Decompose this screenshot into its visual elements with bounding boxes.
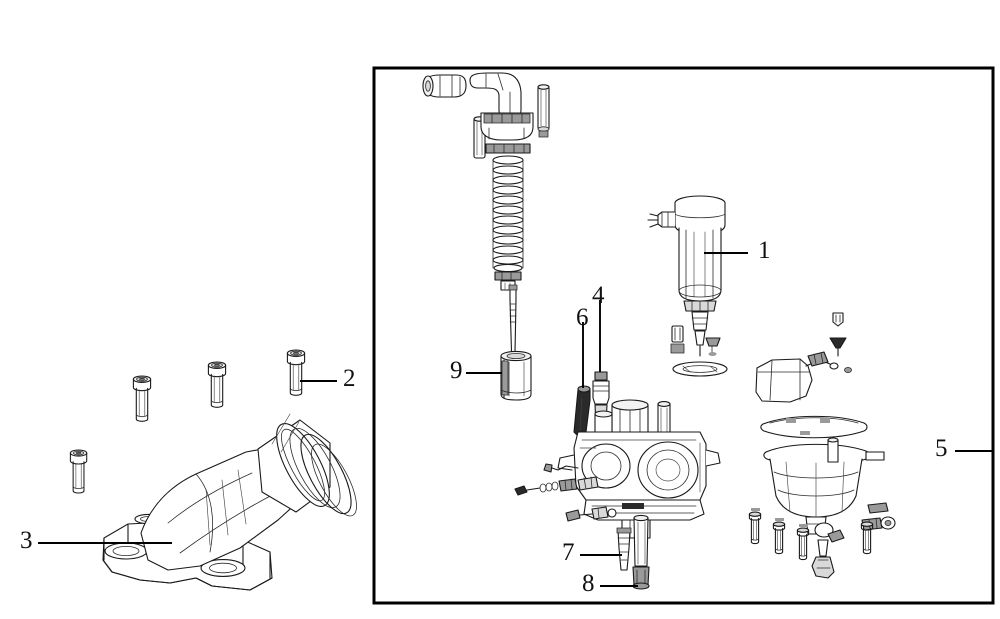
callout-label-2: 2 <box>343 365 356 392</box>
bowl-screw-group <box>748 502 889 561</box>
bowl-drain-screw <box>861 516 896 531</box>
starter-choke-valve-assembly <box>647 195 728 377</box>
pilot-jet <box>616 527 632 571</box>
float-bowl-gasket <box>760 415 868 439</box>
callout-label-7: 7 <box>562 539 575 566</box>
misc-small-parts-upper-right <box>829 312 847 357</box>
float <box>755 351 852 403</box>
assembly-frame <box>372 66 995 605</box>
pilot-air-screw <box>565 506 617 522</box>
callout-label-8: 8 <box>582 570 595 597</box>
jet-needle <box>508 284 518 353</box>
callout-label-3: 3 <box>20 527 33 554</box>
starter-valve-seat <box>705 337 721 356</box>
starter-plunger-spring-seat <box>670 325 685 354</box>
callout-label-4: 4 <box>592 282 605 309</box>
float-bowl-group <box>748 351 896 579</box>
float-bowl <box>763 437 885 535</box>
slide-spring-seat <box>480 112 534 141</box>
throttle-return-spring <box>492 155 524 273</box>
starter-valve-gasket <box>672 361 728 377</box>
throttle-cable-adjuster <box>422 74 467 98</box>
callout-label-1: 1 <box>758 237 771 264</box>
callout-label-9: 9 <box>450 357 463 384</box>
callout-label-6: 6 <box>576 304 589 331</box>
float-needle <box>829 337 847 357</box>
spring-retainer <box>485 143 531 154</box>
main-jet <box>632 514 650 590</box>
cable-sleeve <box>537 84 550 138</box>
callout-label-5: 5 <box>935 435 948 462</box>
callout-leader-lines <box>38 252 993 587</box>
needle-valve-clip <box>832 312 844 327</box>
throttle-slide-valve <box>500 350 532 401</box>
throttle-bracket <box>573 385 591 439</box>
needle-clip <box>494 271 522 291</box>
throttle-cable-group <box>422 72 550 353</box>
float-pivot-assembly <box>811 522 845 579</box>
idle-mixture-screw <box>514 476 599 496</box>
intake-manifold <box>102 413 357 591</box>
